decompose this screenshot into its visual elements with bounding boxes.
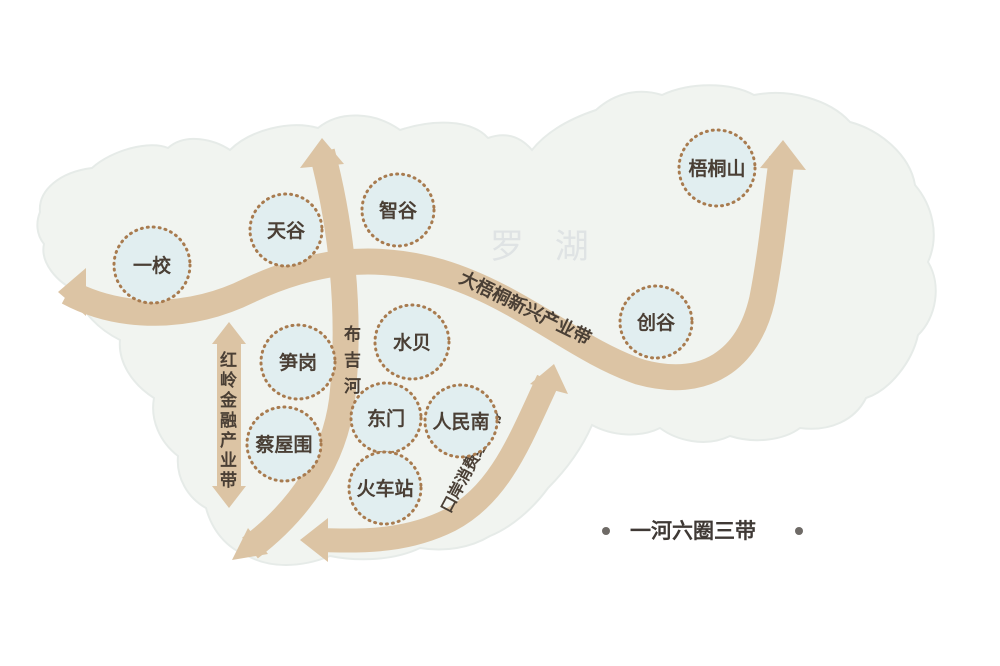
area-circle-dongmen: 东门: [349, 381, 423, 455]
dawutong-band-arrowhead-left: [58, 268, 86, 316]
river-char: 吉: [344, 351, 361, 371]
region-label: 罗 湖: [490, 227, 599, 267]
area-circle-tiangu: 天谷: [248, 192, 324, 268]
kouan-band-arrowhead-left: [300, 518, 328, 562]
dawutong-band-arrow: [61, 156, 795, 391]
area-circle-huochezhan: 火车站: [347, 450, 423, 526]
buji-river-arrowhead-top: [300, 138, 344, 168]
honglin-char: 业: [220, 451, 237, 471]
area-circle-zhigu: 智谷: [360, 172, 436, 248]
area-label: 水贝: [393, 332, 431, 354]
honglin-char: 融: [220, 411, 237, 431]
area-label: 创谷: [636, 311, 676, 334]
honglin-band-arrow: [217, 340, 241, 490]
area-circle-renminnan: 人民南: [423, 383, 499, 459]
area-label: 梧桐山: [688, 157, 745, 180]
area-label: 东门: [367, 407, 405, 430]
honglin-band-arrowhead-top: [212, 322, 246, 344]
area-circle-yixiao: 一校: [112, 225, 192, 305]
dawutong-band-arrowhead-right: [760, 140, 806, 170]
honglin-band-label: 红 岭 金 融 产 业 带: [219, 350, 238, 491]
legend: 一河六圈三带: [602, 519, 803, 543]
honglin-char: 岭: [220, 370, 237, 391]
river-char: 河: [344, 377, 361, 397]
area-circle-wutongshan: 梧桐山: [677, 128, 757, 208]
area-circle-caiwuwei: 蔡屋围: [245, 405, 323, 483]
buji-river-arrow: [242, 148, 359, 559]
bullet-dot-icon: [602, 527, 610, 535]
area-label: 智谷: [379, 199, 418, 222]
honglin-char: 红: [220, 350, 237, 371]
area-label: 笋岗: [279, 351, 317, 374]
kouan-band-arrowhead-right: [530, 364, 568, 394]
bullet-dot-icon: [795, 527, 803, 535]
river-char: 布: [344, 324, 361, 345]
buji-river-label: 布 吉 河: [344, 324, 361, 397]
legend-text: 一河六圈三带: [630, 519, 756, 543]
area-label: 天谷: [267, 220, 306, 242]
honglin-band-arrowhead-bottom: [212, 486, 246, 508]
area-label: 蔡屋围: [255, 433, 312, 456]
honglin-char: 带: [220, 470, 237, 491]
area-circle-shuibei: 水贝: [373, 303, 451, 381]
area-label: 火车站: [356, 477, 413, 500]
buji-river-arrowhead-bottom: [232, 528, 268, 560]
area-label: 人民南: [432, 411, 489, 433]
honglin-char: 金: [219, 390, 238, 411]
kouan-band-arrow: [319, 374, 559, 553]
area-circle-sungang: 笋岗: [259, 323, 337, 401]
honglin-char: 产: [220, 430, 237, 451]
area-label: 一校: [133, 254, 172, 277]
area-circle-chuanggu: 创谷: [618, 284, 694, 360]
